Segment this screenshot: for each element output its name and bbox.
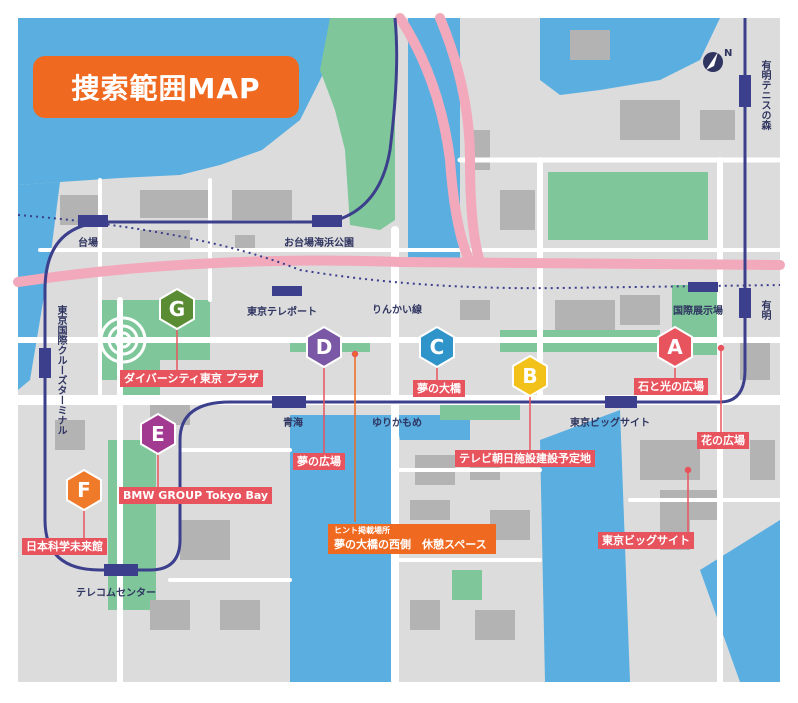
marker-f[interactable]: F	[66, 468, 102, 512]
map-title: 捜索範囲MAP	[33, 56, 299, 118]
label-c: 夢の大橋	[413, 380, 465, 397]
marker-d[interactable]: D	[306, 325, 342, 369]
plaza-circle	[99, 316, 147, 364]
yurikamome-line	[43, 17, 747, 572]
label-g: ダイバーシティ東京 プラザ	[120, 370, 263, 387]
hint-main-text: 夢の大橋の西側 休憩スペース	[334, 538, 487, 551]
svg-text:E: E	[151, 422, 165, 446]
expressway	[13, 13, 785, 287]
north-compass-icon: N	[703, 48, 732, 72]
label-hana-no-hiroba: 花の広場	[697, 432, 749, 449]
building-blocks	[55, 30, 775, 640]
station-cruise-terminal: 東京国際クルーズターミナル	[55, 305, 66, 435]
label-e: BMW GROUP Tokyo Bay	[119, 487, 273, 504]
station-ariake-tennis: 有明テニスの森	[759, 60, 770, 130]
svg-text:C: C	[430, 335, 445, 359]
station-telecom-center: テレコムセンター	[76, 588, 156, 599]
hint-location-box: ヒント掲載場所 夢の大橋の西側 休憩スペース	[328, 524, 496, 554]
label-a: 石と光の広場	[634, 378, 708, 395]
station-tokyo-big-sight: 東京ビッグサイト	[570, 418, 650, 429]
label-d: 夢の広場	[293, 453, 345, 470]
station-markers	[39, 75, 751, 576]
svg-text:F: F	[77, 478, 91, 502]
station-tokyo-teleport: 東京テレポート	[247, 307, 317, 318]
station-daiba: 台場	[78, 238, 98, 249]
rinkai-line	[17, 214, 781, 290]
svg-text:B: B	[522, 364, 537, 388]
svg-text:A: A	[667, 335, 683, 359]
line-rinkai-label: りんかい線	[372, 305, 422, 316]
marker-b[interactable]: B	[512, 354, 548, 398]
leader-lines	[83, 330, 725, 538]
label-big-sight-building: 東京ビッグサイト	[598, 532, 694, 549]
marker-c[interactable]: C	[419, 325, 455, 369]
marker-e[interactable]: E	[140, 412, 176, 456]
station-aomi: 青海	[283, 418, 303, 429]
marker-g[interactable]: G	[159, 287, 195, 331]
label-f: 日本科学未来館	[22, 538, 107, 555]
station-odaiba-kaihin-koen: お台場海浜公園	[284, 238, 354, 249]
compass-letter: N	[724, 48, 732, 59]
svg-text:D: D	[316, 335, 333, 359]
line-yurikamome-label: ゆりかもめ	[372, 418, 422, 429]
hint-small-text: ヒント掲載場所	[334, 526, 390, 535]
station-kokusai-tenjijo: 国際展示場	[673, 306, 723, 317]
station-ariake: 有明	[759, 300, 770, 320]
svg-text:G: G	[169, 297, 185, 321]
label-b: テレビ朝日施設建設予定地	[455, 450, 595, 467]
marker-a[interactable]: A	[657, 325, 693, 369]
